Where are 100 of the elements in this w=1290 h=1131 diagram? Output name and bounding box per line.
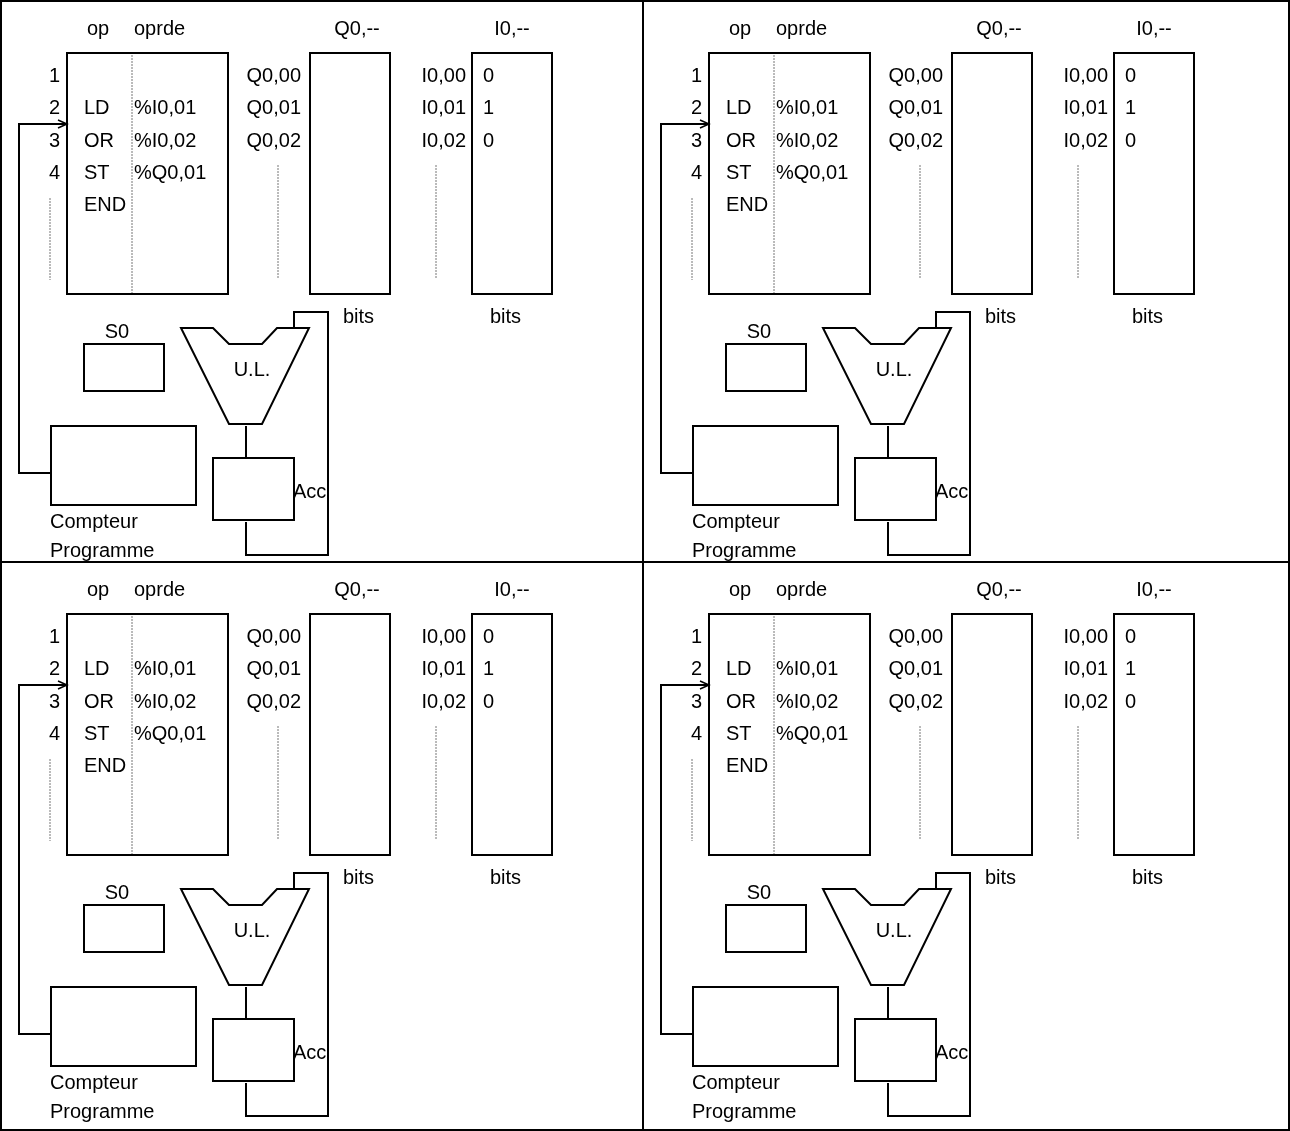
column-header: op: [86, 17, 110, 39]
counter-label: Compteur Programme: [50, 1070, 156, 1124]
bit-value: 0: [1125, 64, 1137, 86]
bit-value: 1: [1125, 657, 1137, 679]
bit-address: I0,01: [1063, 657, 1108, 679]
accumulator-label: Acc: [293, 480, 327, 502]
instruction-text: ST: [726, 722, 752, 744]
accumulator-label: Acc: [293, 1041, 327, 1063]
bit-address: Q0,01: [888, 96, 943, 118]
line-number: 4: [690, 161, 702, 183]
bit-address: Q0,02: [246, 690, 301, 712]
alu-label: U.L.: [233, 919, 271, 941]
bit-address: I0,02: [1063, 690, 1108, 712]
bit-address: Q0,02: [246, 129, 301, 151]
instruction-text: LD: [84, 657, 110, 679]
operand-text: %I0,01: [776, 96, 839, 118]
line-number: 1: [690, 64, 702, 86]
line-number: 2: [48, 96, 60, 118]
bit-address: I0,01: [1063, 96, 1108, 118]
operand-text: %I0,02: [776, 690, 839, 712]
line-number: 1: [48, 64, 60, 86]
bit-address: Q0,00: [888, 64, 943, 86]
instruction-text: OR: [84, 129, 114, 151]
bit-address: I0,01: [421, 657, 466, 679]
panel-frame: [0, 0, 644, 563]
instruction-text: END: [84, 193, 127, 215]
register-label: S0: [746, 320, 772, 342]
bit-value: 0: [483, 690, 495, 712]
column-header: oprde: [776, 17, 828, 39]
connector-line: [245, 986, 247, 1020]
column-header: Q0,--: [334, 578, 380, 600]
register-label: S0: [104, 881, 130, 903]
column-header: oprde: [134, 17, 186, 39]
operand-text: %Q0,01: [776, 722, 849, 744]
arrow: [660, 119, 710, 474]
bit-address: I0,02: [421, 690, 466, 712]
instruction-text: ST: [84, 161, 110, 183]
alu-label: U.L.: [875, 358, 913, 380]
bit-value: 0: [483, 129, 495, 151]
connector-line: [245, 425, 247, 459]
instruction-text: OR: [726, 690, 756, 712]
column-header: op: [86, 578, 110, 600]
line-number: 3: [48, 690, 60, 712]
operand-text: %I0,01: [134, 657, 197, 679]
panel-frame: [0, 561, 644, 1131]
column-header: oprde: [134, 578, 186, 600]
instruction-text: LD: [726, 96, 752, 118]
line-number: 4: [48, 722, 60, 744]
arrow: [660, 680, 710, 1035]
column-header: Q0,--: [976, 578, 1022, 600]
line-number: 3: [48, 129, 60, 151]
instruction-text: END: [726, 193, 769, 215]
line-number: 4: [48, 161, 60, 183]
line-number: 2: [690, 657, 702, 679]
bit-value: 0: [1125, 129, 1137, 151]
line-number: 1: [690, 625, 702, 647]
column-header: I0,--: [494, 578, 530, 600]
counter-label: Compteur Programme: [692, 1070, 798, 1124]
line-number: 3: [690, 690, 702, 712]
bit-address: I0,02: [421, 129, 466, 151]
bit-address: I0,00: [1063, 625, 1108, 647]
bit-address: Q0,00: [246, 625, 301, 647]
unit-label: bits: [490, 305, 522, 327]
operand-text: %Q0,01: [134, 722, 207, 744]
operand-text: %I0,02: [134, 690, 197, 712]
bit-address: I0,01: [421, 96, 466, 118]
line-number: 3: [690, 129, 702, 151]
arrow: [18, 119, 68, 474]
bit-address: Q0,01: [246, 657, 301, 679]
line-number: 4: [690, 722, 702, 744]
column-header: I0,--: [494, 17, 530, 39]
line-number: 1: [48, 625, 60, 647]
instruction-text: LD: [84, 96, 110, 118]
bit-address: Q0,00: [888, 625, 943, 647]
bit-address: Q0,01: [246, 96, 301, 118]
instruction-text: ST: [726, 161, 752, 183]
unit-label: bits: [490, 866, 522, 888]
operand-text: %I0,02: [134, 129, 197, 151]
instruction-text: END: [726, 754, 769, 776]
bit-value: 0: [483, 64, 495, 86]
bit-address: I0,00: [421, 625, 466, 647]
operand-text: %I0,02: [776, 129, 839, 151]
bit-address: I0,00: [1063, 64, 1108, 86]
bit-address: Q0,02: [888, 129, 943, 151]
column-header: op: [728, 578, 752, 600]
operand-text: %I0,01: [134, 96, 197, 118]
instruction-text: OR: [726, 129, 756, 151]
bit-address: Q0,01: [888, 657, 943, 679]
connector-line: [245, 872, 329, 1117]
connector-line: [887, 425, 889, 459]
accumulator-label: Acc: [935, 1041, 969, 1063]
bit-value: 0: [1125, 625, 1137, 647]
operand-text: %Q0,01: [134, 161, 207, 183]
operand-text: %Q0,01: [776, 161, 849, 183]
connector-line: [887, 311, 971, 556]
panel-frame: [642, 561, 1290, 1131]
unit-label: bits: [343, 866, 375, 888]
instruction-text: END: [84, 754, 127, 776]
connector-line: [887, 872, 971, 1117]
counter-label: Compteur Programme: [50, 509, 156, 563]
